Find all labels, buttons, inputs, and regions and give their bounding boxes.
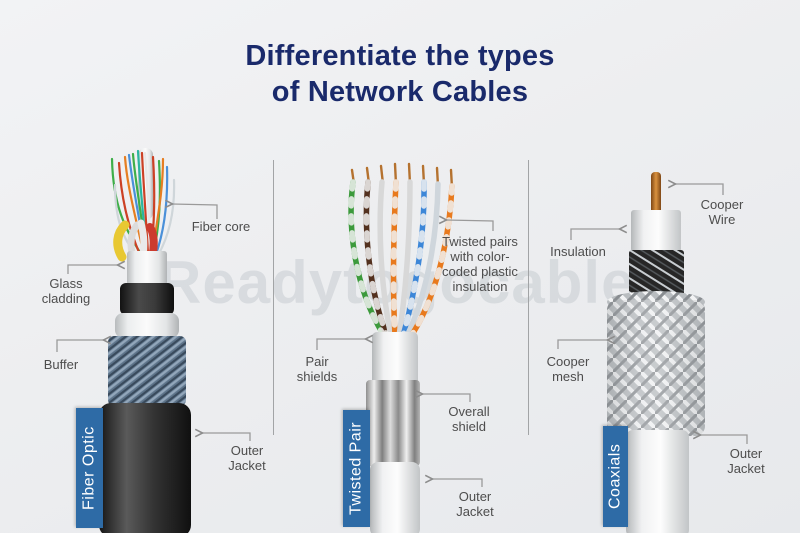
label-coax-outer-jacket: Outer Jacket xyxy=(727,446,765,476)
fiber-optic-cable-illustration xyxy=(99,148,191,533)
fiber-buffer-ring xyxy=(120,283,174,315)
coax-insulation xyxy=(631,210,681,252)
fiber-glass-cladding xyxy=(127,251,167,285)
coax-outer-jacket xyxy=(626,430,689,533)
pair-shields-wrap xyxy=(372,332,418,386)
banner-twisted-pair: Twisted Pair xyxy=(343,410,370,527)
coax-inner-braid xyxy=(629,250,684,298)
overall-shield-foil xyxy=(366,380,420,466)
label-pair-shields: Pair shields xyxy=(296,354,338,384)
fiber-white-ring xyxy=(115,313,179,338)
twist-stripes xyxy=(348,179,455,339)
twisted-pair-cable-illustration xyxy=(348,162,455,533)
banner-coaxials: Coaxials xyxy=(603,426,628,527)
label-overall-shield: Overall shield xyxy=(448,404,490,434)
label-twisted-pairs: Twisted pairs with color-coded plastic i… xyxy=(442,234,518,294)
title-line-1: Differentiate the types xyxy=(245,40,555,72)
label-cooper-wire: Cooper Wire xyxy=(700,197,744,227)
title-line-2: of Network Cables xyxy=(271,76,529,108)
twisted-outer-jacket xyxy=(370,462,420,533)
page-title: Differentiate the types of Network Cable… xyxy=(0,38,800,110)
coax-copper-wire xyxy=(651,172,661,217)
fiber-braid xyxy=(108,336,186,406)
banner-fiber-optic: Fiber Optic xyxy=(76,408,103,528)
label-glass-cladding: Glass cladding xyxy=(41,276,91,306)
label-fiber-core: Fiber core xyxy=(191,219,251,234)
coax-mesh-sheen xyxy=(607,300,705,436)
divider-right xyxy=(528,160,529,435)
label-insulation: Insulation xyxy=(550,244,606,259)
label-twisted-outer-jacket: Outer Jacket xyxy=(456,489,494,519)
label-buffer: Buffer xyxy=(43,357,79,372)
label-cooper-mesh: Cooper mesh xyxy=(546,354,590,384)
fiber-outer-jacket xyxy=(99,403,191,533)
coaxial-cable-illustration xyxy=(607,172,705,533)
divider-left xyxy=(273,160,274,435)
label-fiber-outer-jacket: Outer Jacket xyxy=(228,443,266,473)
